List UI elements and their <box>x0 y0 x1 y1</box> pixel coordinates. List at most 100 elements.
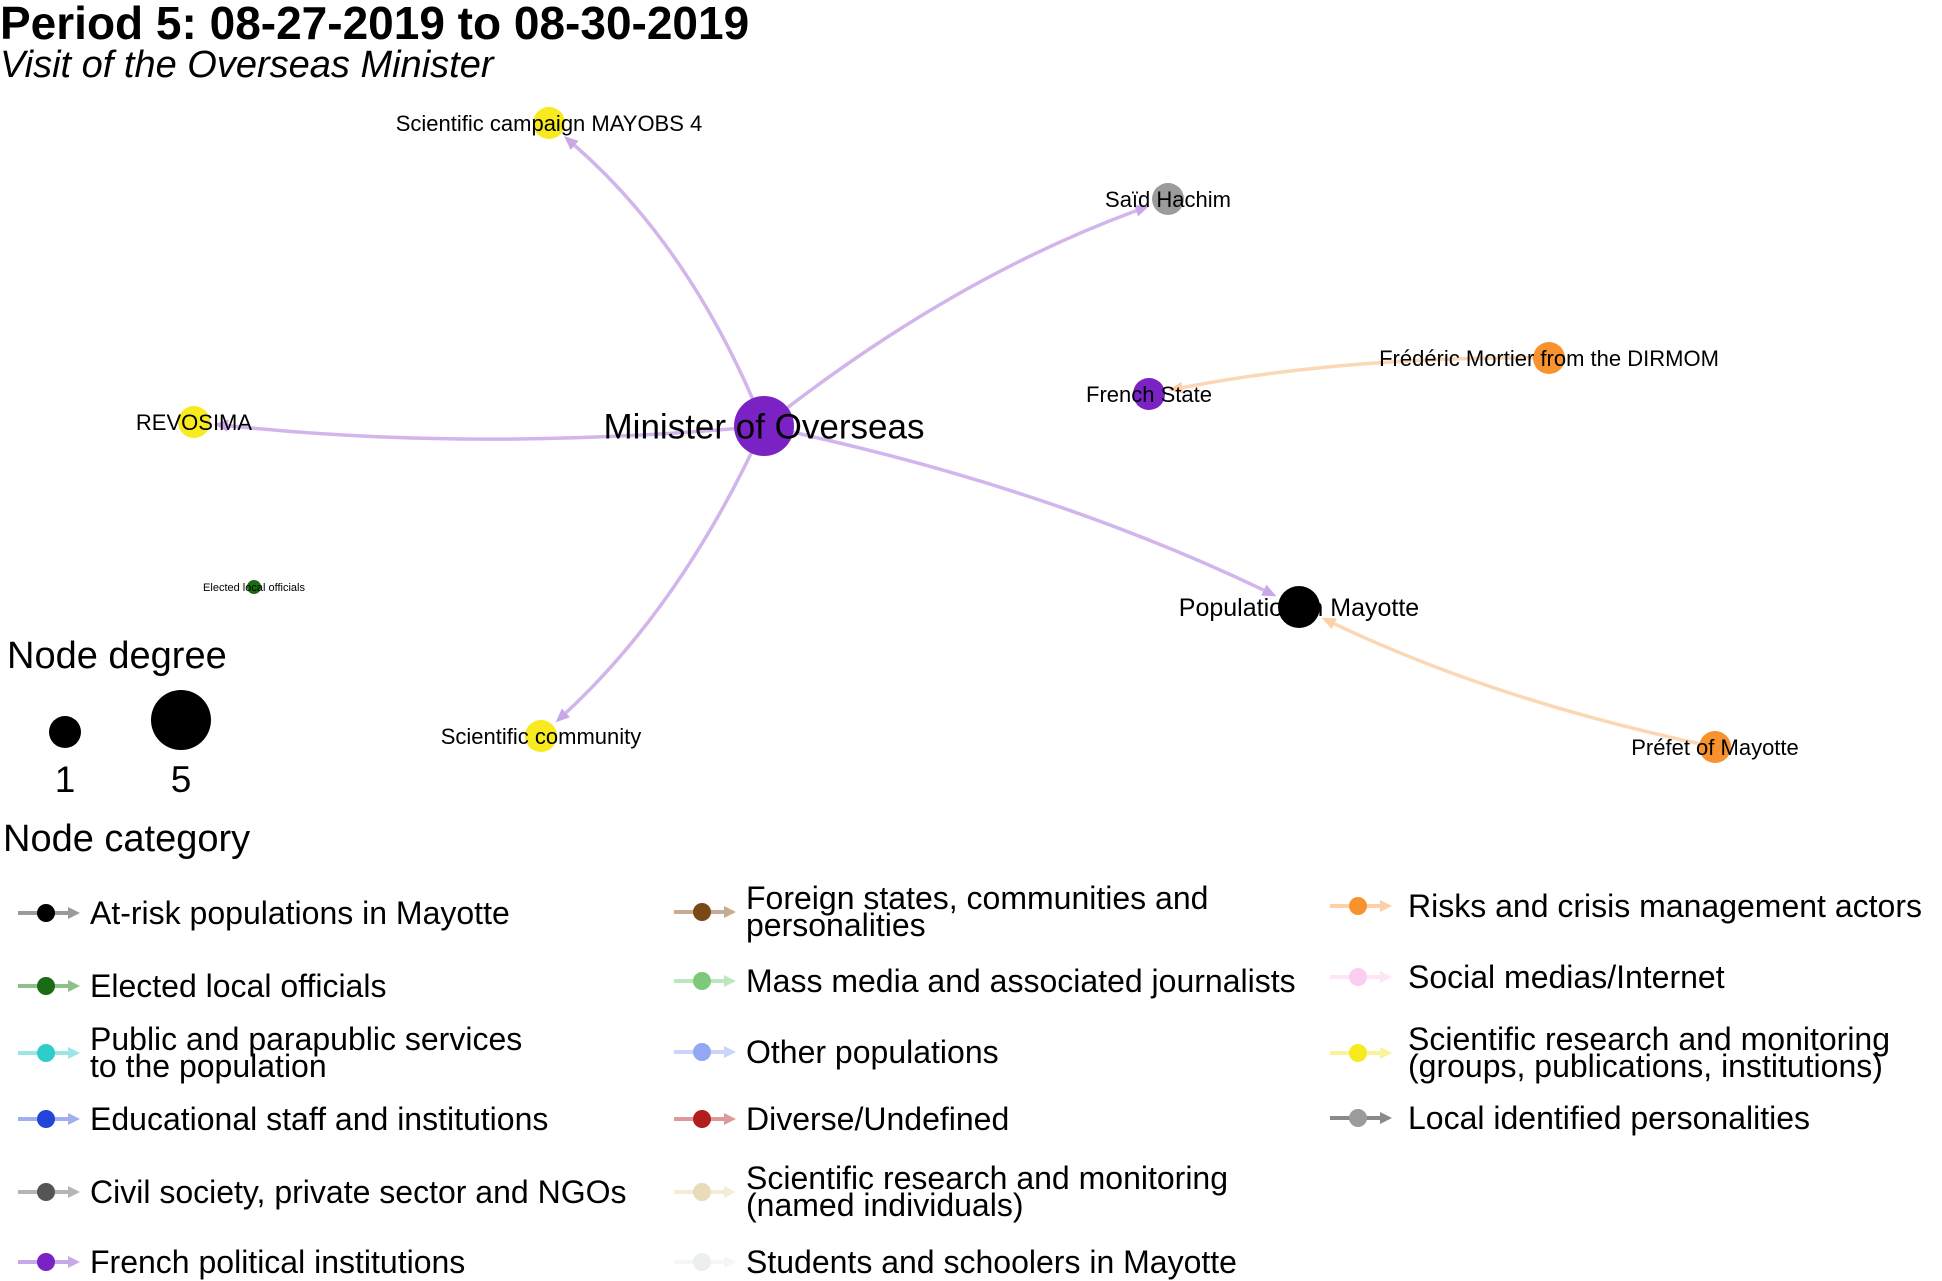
legend-item-label: Risks and crisis management actors <box>1408 888 1922 924</box>
arrowhead-icon <box>1321 617 1337 630</box>
legend-swatch <box>37 1110 55 1128</box>
arrow-icon <box>68 980 80 992</box>
node-state <box>1133 378 1165 410</box>
legend-item-label: Civil society, private sector and NGOs <box>90 1174 626 1210</box>
legend-item-label: Other populations <box>746 1034 999 1070</box>
legend-swatch <box>37 977 55 995</box>
legend-item: Elected local officials <box>18 968 386 1004</box>
legend-degree-5-circle <box>151 690 211 750</box>
node-label-elected: Elected local officials <box>203 582 305 594</box>
arrowhead-icon <box>213 419 229 432</box>
node-label-frederic: Frédéric Mortier from the DIRMOM <box>1379 346 1719 371</box>
node-revosima <box>178 406 210 438</box>
arrow-icon <box>68 1186 80 1198</box>
legend-item: Students and schoolers in Mayotte <box>674 1244 1237 1280</box>
edge-prefet-population <box>1333 622 1716 749</box>
legend-swatch <box>37 1183 55 1201</box>
node-elected <box>247 580 261 594</box>
node-frederic <box>1533 342 1565 374</box>
chart-title: Period 5: 08-27-2019 to 08-30-2019 <box>0 0 750 49</box>
arrowhead-icon <box>1168 381 1184 394</box>
node-label-campaign: Scientific campaign MAYOBS 4 <box>396 111 703 136</box>
edge-minister-said <box>762 209 1137 428</box>
legend-item-label: Scientific research and monitoring <box>746 1160 1228 1196</box>
legend-item: Civil society, private sector and NGOs <box>18 1174 626 1210</box>
arrowhead-icon <box>555 708 570 723</box>
legend-item: Social medias/Internet <box>1330 959 1725 995</box>
edges <box>213 136 1716 749</box>
legend-swatch <box>37 904 55 922</box>
legend-swatch <box>693 1043 711 1061</box>
arrow-icon <box>724 1046 736 1058</box>
legend-degree-title: Node degree <box>7 635 227 677</box>
edge-minister-scicommunity <box>564 425 766 715</box>
node-said <box>1152 183 1184 215</box>
legend-item: Scientific research and monitoring(group… <box>1330 1021 1890 1084</box>
edge-minister-population <box>763 424 1265 592</box>
legend-swatch <box>693 903 711 921</box>
legend-item-label: to the population <box>90 1048 327 1084</box>
arrow-icon <box>1380 1047 1392 1059</box>
node-label-state: French State <box>1086 382 1212 407</box>
node-label-said: Saïd Hachim <box>1105 187 1231 212</box>
edge-minister-revosima <box>227 423 765 441</box>
arrow-icon <box>724 906 736 918</box>
arrow-icon <box>724 975 736 987</box>
node-prefet <box>1699 731 1731 763</box>
arrow-icon <box>68 1256 80 1268</box>
arrow-icon <box>1380 971 1392 983</box>
node-label-population: Population in Mayotte <box>1179 594 1419 622</box>
legend-item-label: Social medias/Internet <box>1408 959 1725 995</box>
node-campaign <box>533 107 565 139</box>
legend-item: Local identified personalities <box>1330 1100 1810 1136</box>
legend-degree-label: 1 <box>55 759 76 800</box>
arrow-icon <box>724 1113 736 1125</box>
legend-swatch <box>693 1110 711 1128</box>
node-population <box>1278 586 1320 628</box>
legend-item: At-risk populations in Mayotte <box>18 895 510 931</box>
legend-item: French political institutions <box>18 1244 465 1280</box>
legend-item-label: Foreign states, communities and <box>746 880 1208 916</box>
arrowhead-icon <box>564 136 579 150</box>
arrow-icon <box>68 907 80 919</box>
arrowhead-icon <box>1134 205 1150 217</box>
arrow-icon <box>68 1047 80 1059</box>
nodes <box>178 107 1731 763</box>
arrow-icon <box>724 1186 736 1198</box>
node-minister <box>734 396 794 456</box>
arrowhead-icon <box>1261 584 1277 597</box>
chart-subtitle: Visit of the Overseas Minister <box>0 44 494 86</box>
legend-swatch <box>1349 1044 1367 1062</box>
legend-item-label: Diverse/Undefined <box>746 1101 1009 1137</box>
legend-item: Foreign states, communities andpersonali… <box>674 880 1208 943</box>
edge-minister-campaign <box>573 144 766 427</box>
edge-frederic-state <box>1182 356 1550 390</box>
node-label-prefet: Préfet of Mayotte <box>1631 735 1799 760</box>
arrow-icon <box>724 1256 736 1268</box>
legend-swatch <box>1349 968 1367 986</box>
legend-item-label: Elected local officials <box>90 968 386 1004</box>
legend-item-label: Local identified personalities <box>1408 1100 1810 1136</box>
arrow-icon <box>1380 900 1392 912</box>
legend-item: Risks and crisis management actors <box>1330 888 1922 924</box>
legend-item: Diverse/Undefined <box>674 1101 1009 1137</box>
legend-swatch <box>37 1044 55 1062</box>
legend-item-label: (named individuals) <box>746 1187 1023 1223</box>
legend-swatch <box>37 1253 55 1271</box>
legend-item-label: personalities <box>746 907 926 943</box>
node-label-scicommunity: Scientific community <box>441 724 642 749</box>
arrow-icon <box>1380 1112 1392 1124</box>
legend-item-label: (groups, publications, institutions) <box>1408 1048 1883 1084</box>
legend-item: Mass media and associated journalists <box>674 963 1296 999</box>
node-scicommunity <box>525 720 557 752</box>
legend-swatch <box>693 1183 711 1201</box>
legend-swatch <box>693 1253 711 1271</box>
legend-item-label: Public and parapublic services <box>90 1021 522 1057</box>
legend-item: Other populations <box>674 1034 999 1070</box>
legend-swatch <box>1349 897 1367 915</box>
legend-swatch <box>693 972 711 990</box>
legend-item: Scientific research and monitoring(named… <box>674 1160 1228 1223</box>
